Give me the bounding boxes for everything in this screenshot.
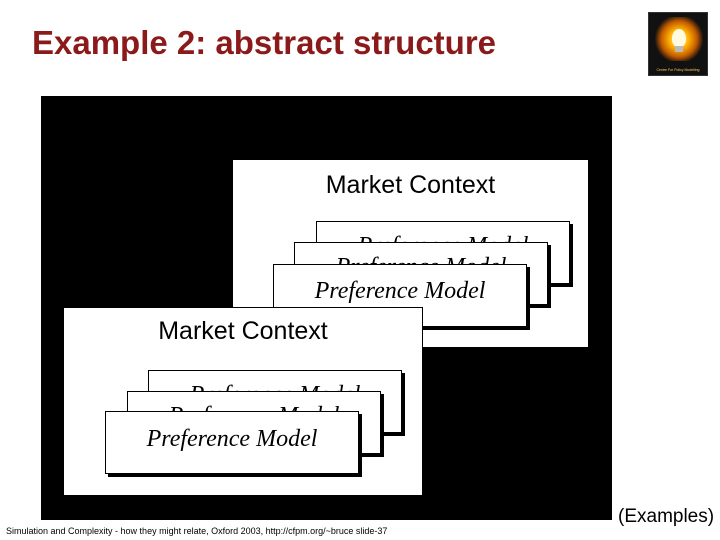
market-context-title: Market Context: [325, 171, 496, 199]
lightbulb-base-icon: [675, 46, 683, 52]
market-context-front: Market Context Preference Model Preferen…: [63, 307, 423, 496]
preference-model-label: Preference Model: [146, 426, 318, 452]
market-context-title: Market Context: [158, 317, 328, 345]
examples-note: (Examples): [618, 506, 715, 527]
preference-model-label: Preference Model: [314, 278, 486, 304]
preference-model-card: Preference Model: [105, 411, 359, 474]
market-context-back: Market Context Preference Model Preferen…: [232, 159, 589, 348]
slide-footer: Simulation and Complexity - how they mig…: [6, 526, 388, 536]
slide-title: Example 2: abstract structure: [32, 24, 497, 61]
logo-caption: Centre For Policy Modelling: [656, 68, 700, 72]
diagram-area: Market Context Preference Model Preferen…: [41, 96, 612, 520]
lightbulb-icon: [672, 29, 686, 47]
cfpm-logo: Centre For Policy Modelling: [648, 12, 708, 76]
